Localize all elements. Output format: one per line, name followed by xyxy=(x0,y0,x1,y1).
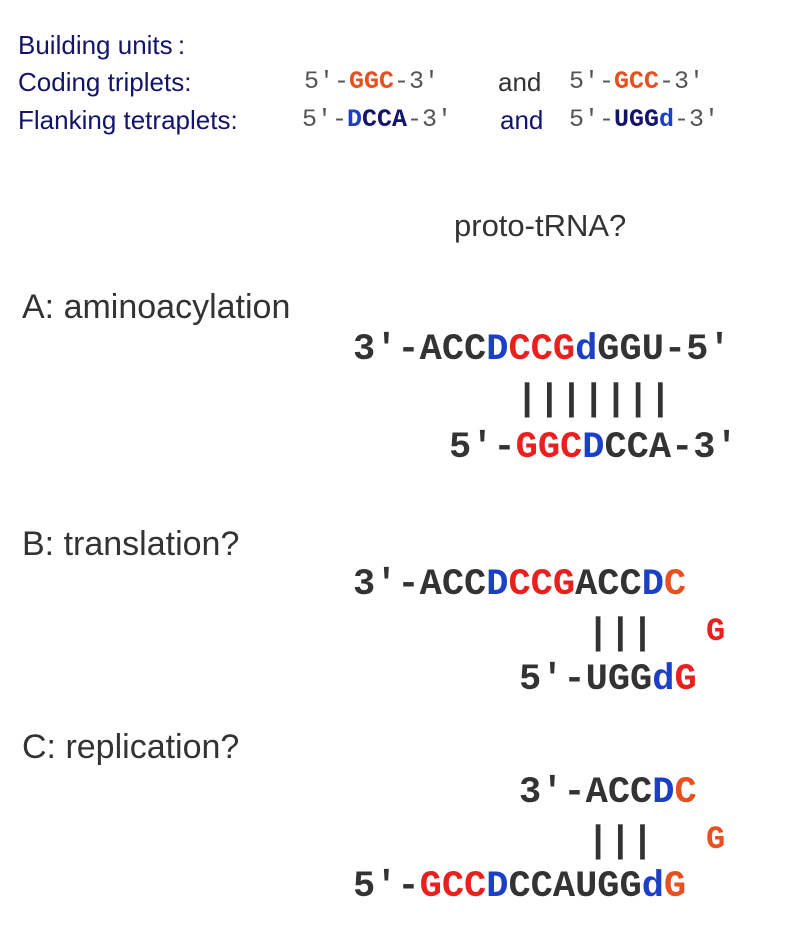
sequence-segment: D xyxy=(486,866,509,908)
flanking-tetraplets-label: Flanking tetraplets: xyxy=(18,105,238,135)
sequence-segment: d xyxy=(575,329,598,371)
sequence-segment: G xyxy=(663,866,687,908)
coding-triplets-label: Coding triplets: xyxy=(18,67,192,97)
sequence-segment: ACC xyxy=(575,564,642,606)
section-c-base-pairs: ||| xyxy=(587,821,654,863)
sequence-segment: d xyxy=(652,659,675,701)
sequence-segment: 5′-UGG xyxy=(519,659,653,701)
section-c-top-strand: 3′-ACCDC xyxy=(519,771,697,815)
section-b-label: B: translation? xyxy=(22,525,240,563)
sequence-segment: -3′ xyxy=(394,67,440,96)
sequence-segment: 5′- xyxy=(304,67,350,96)
sequence-segment: 3′-ACC xyxy=(353,329,487,371)
sequence-segment: GCC xyxy=(614,67,660,96)
sequence-segment: D xyxy=(641,564,664,606)
sequence-segment: D xyxy=(347,105,363,134)
section-b-bottom-strand: 5′-UGGdG xyxy=(519,658,697,702)
diagram-title: proto-tRNA? xyxy=(454,208,627,243)
sequence-segment: GCC xyxy=(419,866,487,908)
section-c-loop-base: G xyxy=(706,821,726,858)
flanking-and: and xyxy=(500,105,544,135)
coding-and: and xyxy=(498,67,542,97)
sequence-segment: 3′-ACC xyxy=(353,564,487,606)
section-a-base-pairs: ||||||| xyxy=(516,379,672,421)
section-b-loop-base: G xyxy=(706,613,726,650)
section-c-label: C: replication? xyxy=(22,728,240,766)
sequence-segment: -3′ xyxy=(659,67,705,96)
coding-triplet-2: 5′-GCC-3′ xyxy=(569,67,704,97)
flanking-tetraplet-2: 5′-UGGd-3′ xyxy=(569,105,719,135)
section-b-top-strand: 3′-ACCDCCGACCDC xyxy=(353,563,686,607)
sequence-segment: C xyxy=(663,564,687,606)
sequence-segment: 5′- xyxy=(302,105,348,134)
sequence-segment: 5′- xyxy=(353,866,420,908)
sequence-segment: CCG xyxy=(508,329,576,371)
sequence-segment: 5′- xyxy=(569,67,615,96)
sequence-segment: UGG xyxy=(614,105,660,134)
sequence-segment: 3′-ACC xyxy=(519,772,653,814)
sequence-segment: d xyxy=(641,866,664,908)
sequence-segment: -3′ xyxy=(407,105,453,134)
sequence-segment: -3′ xyxy=(674,105,720,134)
coding-triplet-1: 5′-GGC-3′ xyxy=(304,67,439,97)
sequence-segment: GGC xyxy=(515,427,583,469)
sequence-segment: d xyxy=(659,105,675,134)
sequence-segment: 5′- xyxy=(449,427,516,469)
sequence-segment: D xyxy=(652,772,675,814)
sequence-segment: CCA xyxy=(362,105,408,134)
section-a-label: A: aminoacylation xyxy=(22,288,291,326)
sequence-segment: GGU-5′ xyxy=(597,329,731,371)
sequence-segment: CCAUGG xyxy=(508,866,642,908)
sequence-segment: CCG xyxy=(508,564,576,606)
section-a-bottom-strand: 5′-GGCDCCA-3′ xyxy=(449,426,738,470)
sequence-segment: G xyxy=(674,659,697,701)
sequence-segment: 5′- xyxy=(569,105,615,134)
section-b-base-pairs: ||| xyxy=(587,613,654,655)
section-a-top-strand: 3′-ACCDCCGdGGU-5′ xyxy=(353,328,731,372)
section-c-bottom-strand: 5′-GCCDCCAUGGdG xyxy=(353,865,686,909)
sequence-segment: C xyxy=(674,772,697,814)
sequence-segment: D xyxy=(486,329,509,371)
sequence-segment: GGC xyxy=(349,67,395,96)
flanking-tetraplet-1: 5′-DCCA-3′ xyxy=(302,105,452,135)
sequence-segment: CCA-3′ xyxy=(604,427,738,469)
building-units-heading: Building units : xyxy=(18,30,186,60)
sequence-segment: D xyxy=(486,564,509,606)
sequence-segment: D xyxy=(582,427,605,469)
